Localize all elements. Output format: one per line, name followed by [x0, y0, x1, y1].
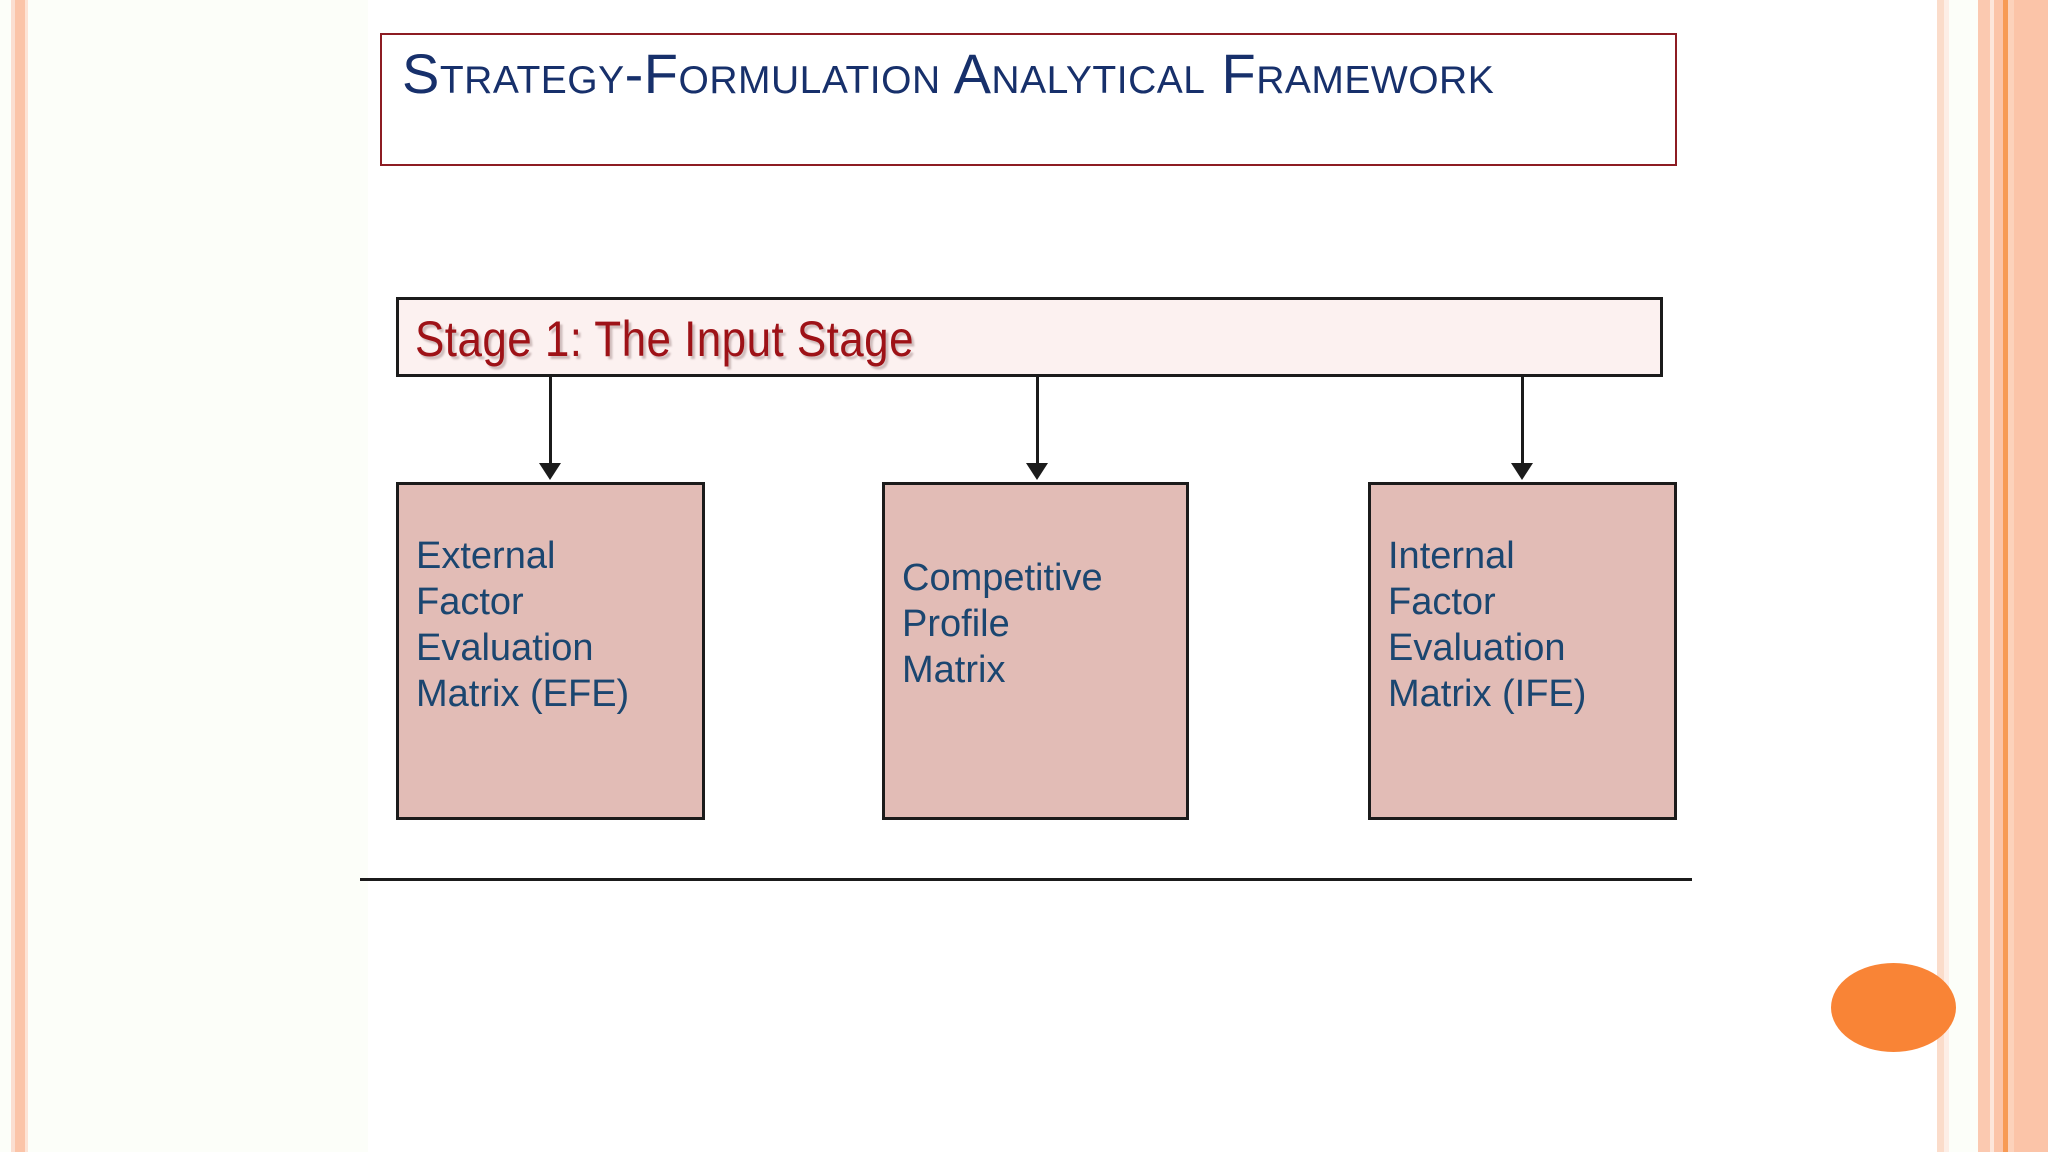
page-title: Strategy-Formulation Analytical Framewor…: [402, 42, 1495, 105]
connector-line-efe: [549, 377, 552, 465]
right-stripe-1-icon: [1937, 0, 1944, 1152]
matrix-box-ife: Internal Factor Evaluation Matrix (IFE): [1368, 482, 1677, 820]
right-stripe-2-icon: [1944, 0, 1949, 1152]
right-stripe-7-icon: [2008, 0, 2014, 1152]
matrix-box-efe: External Factor Evaluation Matrix (EFE): [396, 482, 705, 820]
matrix-box-label-cpm: Competitive Profile Matrix: [902, 557, 1103, 691]
right-stripe-3-icon: [1978, 0, 1990, 1152]
matrix-box-label-efe: External Factor Evaluation Matrix (EFE): [416, 535, 630, 715]
title-border-frame: [380, 33, 1677, 166]
connector-line-ife: [1521, 377, 1524, 465]
right-stripe-8-icon: [2014, 0, 2048, 1152]
matrix-box-cpm: Competitive Profile Matrix: [882, 482, 1189, 820]
left-stripe-thin-icon: [11, 0, 15, 1152]
orange-ellipse-decoration: [1831, 963, 1956, 1052]
left-stripe-hairline-icon: [25, 0, 28, 1152]
connector-arrowhead-cpm: [1026, 463, 1048, 480]
connector-arrowhead-efe: [539, 463, 561, 480]
connector-line-cpm: [1036, 377, 1039, 465]
right-stripe-4-icon: [1990, 0, 1994, 1152]
section-divider: [360, 878, 1692, 881]
right-stripe-5-icon: [1994, 0, 2003, 1152]
matrix-box-label-ife: Internal Factor Evaluation Matrix (IFE): [1388, 535, 1587, 715]
left-stripe-main-icon: [15, 0, 25, 1152]
stage-banner-label: Stage 1: The Input Stage: [415, 311, 915, 367]
right-stripe-accent-icon: [2003, 0, 2008, 1152]
stage-banner: Stage 1: The Input Stage: [396, 297, 1663, 377]
connector-arrowhead-ife: [1511, 463, 1533, 480]
